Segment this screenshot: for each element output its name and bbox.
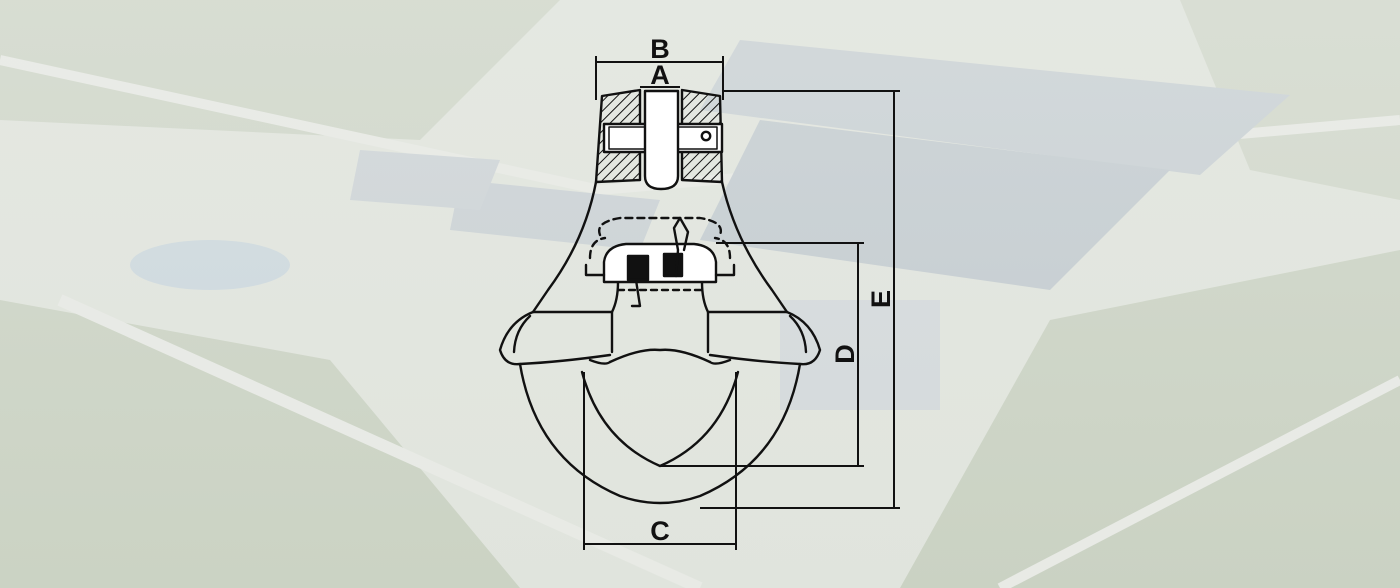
hook-bowl-inner bbox=[580, 370, 740, 468]
dimension-label-b: B bbox=[650, 34, 670, 64]
hook-throat bbox=[608, 348, 712, 364]
dimension-label-e: E bbox=[866, 290, 896, 308]
top-connector-section bbox=[594, 88, 724, 191]
hook-shank bbox=[610, 310, 710, 354]
dimension-label-c: C bbox=[650, 516, 670, 546]
dimension-lines bbox=[583, 56, 900, 550]
latch-assembly bbox=[584, 216, 736, 308]
hook-bowl-outer bbox=[518, 362, 802, 505]
dimension-label-a: A bbox=[650, 60, 670, 90]
dimension-label-d: D bbox=[830, 344, 860, 364]
hook-left-wing bbox=[498, 310, 612, 366]
hook-right-wing bbox=[708, 310, 822, 366]
